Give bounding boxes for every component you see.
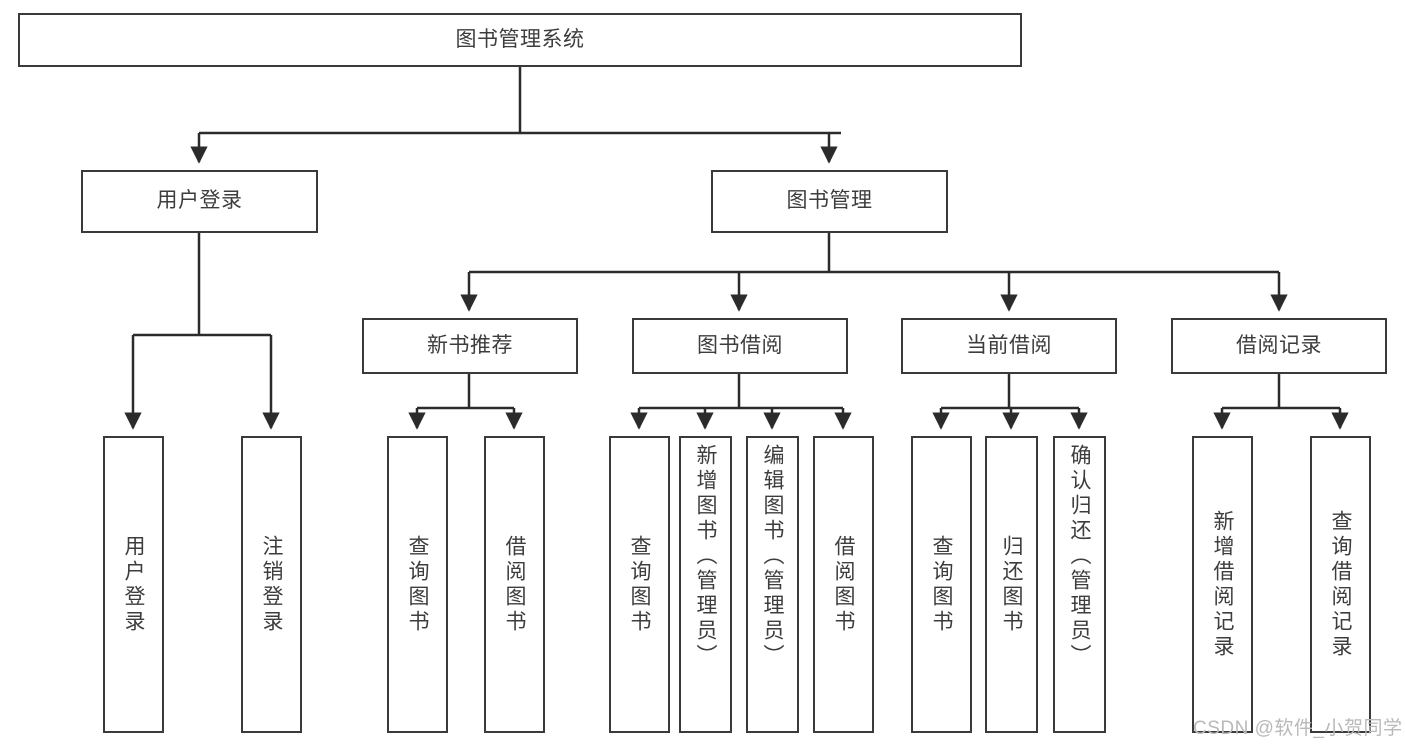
- node-user-login[interactable]: 用户登录: [81, 170, 318, 233]
- node-leaf-query-borrow-record-label: 查询借阅记录: [1329, 509, 1352, 660]
- node-leaf-edit-book-label: 编辑图书（管理员）: [761, 444, 784, 669]
- node-new-book-recommend-label: 新书推荐: [427, 333, 513, 357]
- node-leaf-return-book[interactable]: 归还图书: [985, 436, 1038, 733]
- node-book-manage-label: 图书管理: [786, 189, 873, 213]
- node-leaf-add-borrow-record-label: 新增借阅记录: [1211, 509, 1234, 660]
- node-leaf-query-borrow-record[interactable]: 查询借阅记录: [1310, 436, 1371, 733]
- node-leaf-query-book-1-label: 查询图书: [406, 534, 429, 635]
- node-current-borrow[interactable]: 当前借阅: [901, 318, 1117, 374]
- node-leaf-query-book-3[interactable]: 查询图书: [911, 436, 972, 733]
- node-user-login-label: 用户登录: [156, 189, 243, 213]
- csdn-watermark: CSDN @软件_小贺同学: [1193, 718, 1403, 739]
- node-leaf-query-book-2[interactable]: 查询图书: [609, 436, 670, 733]
- node-leaf-confirm-return-label: 确认归还（管理员）: [1068, 444, 1091, 669]
- node-book-borrow-label: 图书借阅: [697, 333, 783, 357]
- node-root-label: 图书管理系统: [455, 27, 585, 51]
- node-leaf-user-login[interactable]: 用户登录: [103, 436, 164, 733]
- node-book-borrow[interactable]: 图书借阅: [632, 318, 848, 374]
- node-leaf-query-book-3-label: 查询图书: [930, 534, 953, 635]
- node-leaf-confirm-return[interactable]: 确认归还（管理员）: [1053, 436, 1106, 733]
- node-leaf-borrow-book-1-label: 借阅图书: [503, 534, 526, 635]
- node-leaf-query-book-2-label: 查询图书: [628, 534, 651, 635]
- node-leaf-add-borrow-record[interactable]: 新增借阅记录: [1192, 436, 1253, 733]
- node-leaf-borrow-book-1[interactable]: 借阅图书: [484, 436, 545, 733]
- node-leaf-add-book-label: 新增图书（管理员）: [694, 444, 717, 669]
- node-borrow-record[interactable]: 借阅记录: [1171, 318, 1387, 374]
- node-borrow-record-label: 借阅记录: [1236, 333, 1322, 357]
- node-leaf-query-book-1[interactable]: 查询图书: [387, 436, 448, 733]
- node-root[interactable]: 图书管理系统: [18, 13, 1022, 67]
- node-leaf-return-book-label: 归还图书: [1000, 534, 1023, 635]
- node-leaf-edit-book[interactable]: 编辑图书（管理员）: [746, 436, 799, 733]
- node-leaf-borrow-book-2-label: 借阅图书: [832, 534, 855, 635]
- node-leaf-borrow-book-2[interactable]: 借阅图书: [813, 436, 874, 733]
- node-leaf-add-book[interactable]: 新增图书（管理员）: [679, 436, 732, 733]
- node-current-borrow-label: 当前借阅: [966, 333, 1052, 357]
- node-new-book-recommend[interactable]: 新书推荐: [362, 318, 578, 374]
- node-leaf-user-login-label: 用户登录: [122, 534, 145, 635]
- node-book-manage[interactable]: 图书管理: [711, 170, 948, 233]
- node-leaf-logout-login-label: 注销登录: [260, 534, 283, 635]
- node-leaf-logout-login[interactable]: 注销登录: [241, 436, 302, 733]
